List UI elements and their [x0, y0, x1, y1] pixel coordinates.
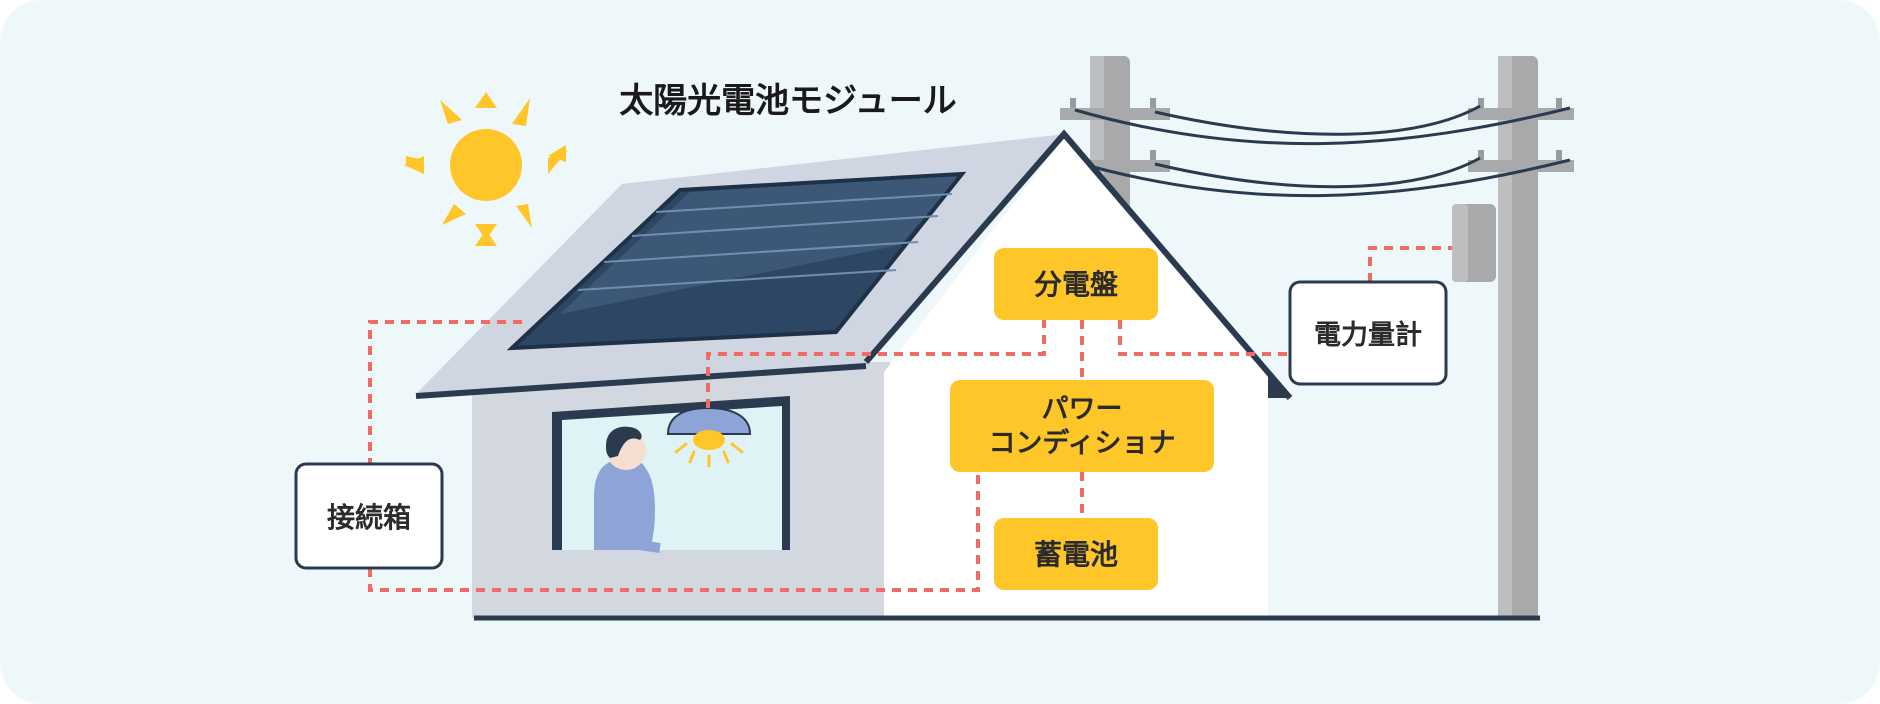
house: [415, 129, 1540, 621]
diagram-title: 太陽光電池モジュール: [619, 81, 957, 121]
power-meter-text: 電力量計: [1314, 319, 1422, 351]
window: [552, 396, 790, 550]
power-conditioner-text-line2: コンディショナ: [988, 427, 1175, 459]
distribution-board-text: 分電盤: [1034, 268, 1119, 301]
person-icon: [594, 426, 661, 553]
power-conditioner-text-line1: パワー: [1042, 394, 1123, 425]
storage-battery-text: 蓄電池: [1034, 538, 1118, 571]
junction-box-label: 接続箱: [294, 462, 444, 570]
storage-battery-label: 蓄電池: [994, 518, 1158, 590]
ceiling-lamp-icon: [666, 406, 752, 468]
power-lines: [1074, 104, 1571, 198]
power-conditioner-label: パワー コンディショナ: [950, 380, 1214, 472]
sun-icon: [404, 92, 568, 246]
junction-box-text: 接続箱: [327, 501, 411, 534]
power-meter-label: 電力量計: [1288, 280, 1448, 386]
wiring-dashed: [368, 246, 1452, 592]
distribution-board-label: 分電盤: [994, 248, 1158, 320]
solar-panel: [506, 171, 967, 351]
